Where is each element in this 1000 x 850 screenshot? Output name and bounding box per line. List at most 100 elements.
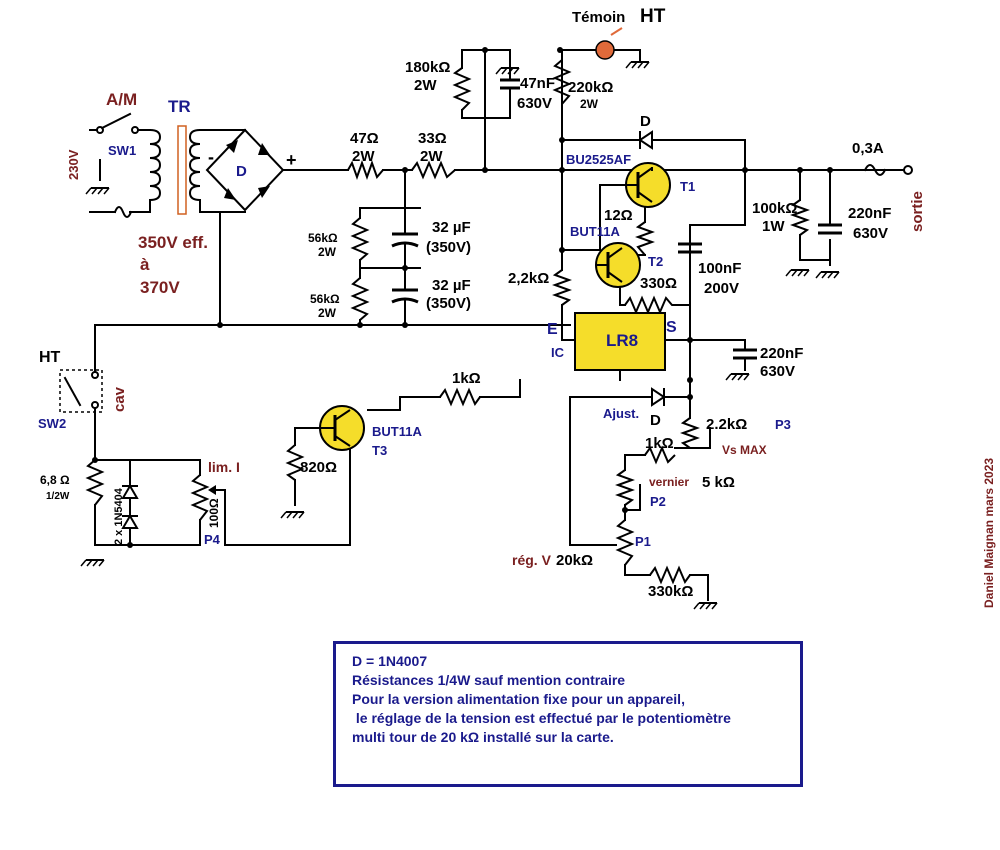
label-1k-low: 1kΩ (645, 435, 674, 452)
label-32uf-b: 32 µF (432, 277, 471, 294)
label-vsmax: Vs MAX (722, 443, 767, 457)
label-d-bridge: D (236, 163, 247, 180)
label-lr8: LR8 (606, 331, 638, 350)
resistor-220k (552, 59, 572, 105)
label-47-w: 2W (352, 148, 375, 165)
label-d-ajust: D (650, 412, 661, 429)
diodes-1n5404 (121, 484, 139, 529)
potentiometer-p2[interactable] (615, 469, 635, 506)
diode-d-ajust (651, 387, 666, 407)
potentiometer-p1[interactable] (615, 519, 635, 566)
label-820: 820Ω (300, 459, 337, 476)
label-47n: 47nF (520, 75, 555, 92)
notes-box: D = 1N4007 Résistances 1/4W sauf mention… (333, 641, 803, 787)
label-56k-a-w: 2W (318, 245, 337, 259)
label-p4: P4 (204, 532, 221, 547)
label-but11a-top: BUT11A (570, 224, 620, 239)
capacitor-32uf-a (391, 207, 419, 269)
label-330k: 330kΩ (648, 583, 693, 600)
switch-sw2[interactable] (59, 364, 103, 416)
label-33-w: 2W (420, 148, 443, 165)
author-credit: Daniel Maignan mars 2023 (982, 458, 996, 608)
label-6-8: 6,8 Ω (40, 473, 70, 487)
switch-sw1[interactable] (96, 112, 139, 134)
label-32uf-b-v: (350V) (426, 295, 471, 312)
capacitor-220n-2 (733, 339, 757, 371)
capacitor-100n (678, 224, 702, 254)
capacitor-32uf-b (391, 267, 419, 326)
label-p2: P2 (650, 494, 666, 509)
label-tr: TR (168, 97, 191, 116)
capacitor-220n-out (818, 223, 842, 235)
label-330: 330Ω (640, 275, 677, 292)
transistor-t2 (595, 242, 641, 288)
capacitor-47n (500, 67, 520, 101)
label-ht-top: HT (640, 6, 666, 27)
label-220n-2: 220nF (760, 345, 803, 362)
label-d-top: D (640, 113, 651, 130)
label-sw2: SW2 (38, 416, 66, 431)
label-veff3: 370V (140, 278, 180, 297)
note-line-4: le réglage de la tension est effectué pa… (352, 710, 731, 726)
transformer-tr (148, 125, 202, 215)
label-lim: lim. I (208, 459, 240, 475)
label-p3: P3 (775, 417, 791, 432)
note-line-5: multi tour de 20 kΩ installé sur la cart… (352, 729, 614, 745)
transistor-t1 (600, 162, 671, 208)
label-vernier-val: 5 kΩ (702, 474, 735, 491)
label-veff1: 350V eff. (138, 233, 208, 252)
label-s: S (666, 319, 677, 336)
resistor-330 (624, 295, 680, 315)
label-100n-v: 200V (704, 280, 739, 297)
label-220k: 220kΩ (568, 79, 613, 96)
label-12: 12Ω (604, 207, 633, 224)
label-fuse: 0,3A (852, 140, 884, 157)
label-32uf-a-v: (350V) (426, 239, 471, 256)
label-bu2525: BU2525AF (566, 152, 631, 167)
label-2k2-p3: 2.2kΩ (706, 416, 747, 433)
label-ajust: Ajust. (603, 406, 639, 421)
label-220k-w: 2W (580, 97, 599, 111)
label-56k-b: 56kΩ (310, 292, 340, 306)
label-but11a-t3: BUT11A (372, 424, 422, 439)
label-minus: - (208, 147, 214, 167)
note-line-3: Pour la version alimentation fixe pour u… (352, 691, 685, 707)
label-2k2: 2,2kΩ (508, 270, 549, 287)
resistor-180k (452, 67, 472, 111)
label-1k-mid: 1kΩ (452, 370, 481, 387)
label-ic: IC (551, 345, 565, 360)
resistor-2k2 (552, 269, 572, 306)
potentiometer-p3[interactable] (680, 417, 700, 449)
fuse-primary (113, 206, 133, 218)
label-t1: T1 (680, 179, 695, 194)
diode-d-top (638, 130, 653, 150)
note-line-1: D = 1N4007 (352, 653, 428, 669)
resistor-1k-low (644, 445, 676, 465)
label-t2: T2 (648, 254, 663, 269)
label-33: 33Ω (418, 130, 447, 147)
label-100n: 100nF (698, 260, 741, 277)
label-100: 100Ω (207, 498, 221, 528)
wires (89, 49, 909, 601)
resistor-33 (411, 160, 456, 180)
label-220n-out-v: 630V (853, 225, 888, 242)
transistor-t3 (319, 405, 365, 451)
resistor-56k-b (350, 277, 370, 321)
label-20k: 20kΩ (556, 552, 593, 569)
label-p1: P1 (635, 534, 651, 549)
label-sw1: SW1 (108, 143, 136, 158)
resistor-6-8 (85, 459, 105, 506)
potentiometer-p4[interactable] (190, 474, 210, 521)
label-t3: T3 (372, 443, 387, 458)
label-32uf-a: 32 µF (432, 219, 471, 236)
label-47n-v: 630V (517, 95, 552, 112)
resistor-330k (649, 565, 691, 585)
label-vernier: vernier (649, 475, 689, 489)
resistor-12 (635, 221, 655, 256)
label-sortie: sortie (909, 191, 926, 232)
note-line-2: Résistances 1/4W sauf mention contraire (352, 672, 626, 688)
label-1n5404: 2 x 1N5404 (113, 487, 125, 545)
led-temoin (578, 27, 641, 63)
